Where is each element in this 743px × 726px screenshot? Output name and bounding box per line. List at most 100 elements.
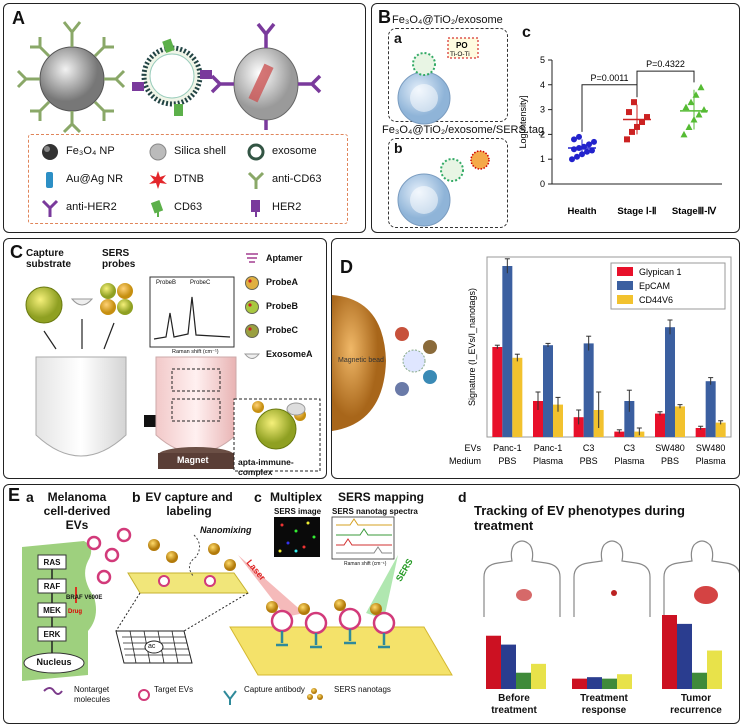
e-a-title: Melanoma cell-derived EVs (43, 490, 111, 532)
silica-bead-with-antibodies (16, 21, 126, 134)
magnetic-bead-label: Magnetic bead (338, 357, 384, 364)
ev-label: Panc-1 (493, 443, 522, 453)
y-axis-label: Signature (I_EVs/I_nanotags) (467, 288, 477, 406)
data-point (629, 128, 635, 135)
panel-c-label: C (10, 242, 23, 262)
raman-xlabel: Raman shift (cm⁻¹) (344, 561, 387, 567)
data-point (584, 148, 590, 155)
spectrum-probe-b: ProbeB (156, 280, 177, 286)
sub-b-title: Fe₃O₄@TiO₂/exosome/SERS tag (382, 124, 545, 136)
medium-label: PBS (580, 456, 598, 466)
group-label-2: Tumor recurrence (670, 693, 722, 716)
data-point (697, 83, 705, 91)
data-point (695, 111, 703, 118)
e-d-letter: d (458, 489, 467, 505)
fe3o4-np-icon (42, 144, 58, 160)
data-point (569, 156, 575, 163)
legend-a-text-2: exosome (272, 145, 317, 157)
bar (492, 347, 503, 437)
legend-c-text-0: Aptamer (266, 253, 303, 263)
drug-label: Drug (68, 609, 82, 615)
sub-a-letter: a (394, 30, 402, 46)
legend-c-text-4: ExosomeA (266, 349, 313, 359)
legend-a-text-3: Au@Ag NR (66, 173, 124, 185)
sers-tag-composite (210, 22, 322, 130)
anti-her2-icon (41, 199, 59, 217)
legend-a-text-5: anti-CD63 (272, 173, 322, 185)
p-value-2: P=0.4322 (646, 59, 685, 69)
complex-label: apta-immune-complex (238, 457, 294, 477)
magnet-label: Magnet (177, 455, 209, 465)
capture-substrate-label: Capture substrate (26, 248, 72, 270)
y-tick-label: 0 (540, 179, 545, 189)
bar (675, 406, 685, 437)
e-a-letter: a (26, 489, 34, 505)
bar (583, 343, 594, 437)
y-tick-label: 4 (540, 80, 545, 90)
panel-b-cells: PO Ti-O-Ti (397, 37, 490, 227)
bar (553, 404, 563, 437)
bar (695, 428, 706, 437)
medium-label: Plasma (614, 456, 644, 466)
panel-b-label: B (378, 7, 391, 27)
e-c-title1: Multiplex (270, 490, 323, 504)
panel-b: B Fe₃O₄@TiO₂/exosome a Fe₃O₄@TiO₂/exosom… (371, 3, 740, 233)
bar (655, 413, 665, 437)
e-d-title: Tracking of EV phenotypes during treatme… (474, 503, 685, 533)
data-point (685, 123, 693, 130)
category-label: Stage Ⅰ-Ⅱ (617, 206, 656, 217)
bar (543, 345, 553, 437)
phenotype-bar (662, 615, 677, 689)
legend-c-text-3: ProbeC (266, 325, 299, 335)
legend-a-text-8: HER2 (272, 201, 302, 213)
pathway-mek: MEK (43, 606, 61, 615)
data-point (574, 153, 580, 160)
row-label-evs: EVs (464, 443, 481, 453)
ev-label: SW480 (655, 443, 685, 453)
inset-po: PO (456, 41, 468, 50)
dtnb-icon (149, 171, 167, 189)
phenotype-bar-chart (486, 615, 722, 689)
data-point (576, 133, 582, 140)
bar (705, 381, 716, 437)
medium-label: PBS (498, 456, 516, 466)
data-point (631, 99, 637, 106)
exosome-particle (132, 38, 212, 116)
sub-a-title: Fe₃O₄@TiO₂/exosome (392, 14, 503, 26)
her2-icon (251, 200, 260, 217)
plot-frame (486, 256, 732, 438)
panel-a: A (3, 3, 366, 233)
panel-e-illustration (22, 516, 453, 705)
nanomixing-label: Nanomixing (200, 525, 252, 535)
legend-e-text-1: Target EVs (154, 685, 194, 694)
data-point (644, 114, 650, 121)
legend-swatch (617, 281, 633, 290)
phenotype-bar (602, 678, 617, 689)
e-c-letter: c (254, 489, 262, 505)
legend-swatch (617, 267, 633, 276)
group-label-1: Treatment response (580, 693, 628, 716)
legend-label: EpCAM (639, 281, 670, 291)
phenotype-bar (501, 644, 516, 689)
panel-c: C Capture substrate SERS probes ProbeB P… (3, 238, 327, 479)
y-tick-label: 5 (540, 55, 545, 65)
bracket-1 (581, 84, 638, 132)
ev-label: Panc-1 (534, 443, 563, 453)
phenotype-bar (516, 672, 531, 689)
panel-e: E a Melanoma cell-derived EVs b EV captu… (3, 484, 740, 724)
e-b-letter: b (132, 489, 141, 505)
inset-ti-o-ti: Ti-O-Ti (450, 51, 470, 58)
silica-shell-icon (149, 143, 167, 161)
p-value-1: P=0.0011 (590, 73, 628, 83)
probe-a-icon (245, 276, 259, 290)
legend-e-text-3: SERS nanotags (334, 685, 391, 694)
legend-swatch (617, 295, 633, 304)
legend-c-text-2: ProbeB (266, 301, 299, 311)
category-label: StageⅢ-Ⅳ (672, 206, 718, 217)
bar (573, 417, 584, 437)
panel-d: D Magnetic bead Signature (I_EVs/I_nanot… (331, 238, 740, 479)
pathway-nucleus: Nucleus (36, 657, 72, 667)
sers-spectra-label: SERS nanotag spectra (332, 507, 418, 516)
ev-label: C3 (624, 443, 636, 453)
